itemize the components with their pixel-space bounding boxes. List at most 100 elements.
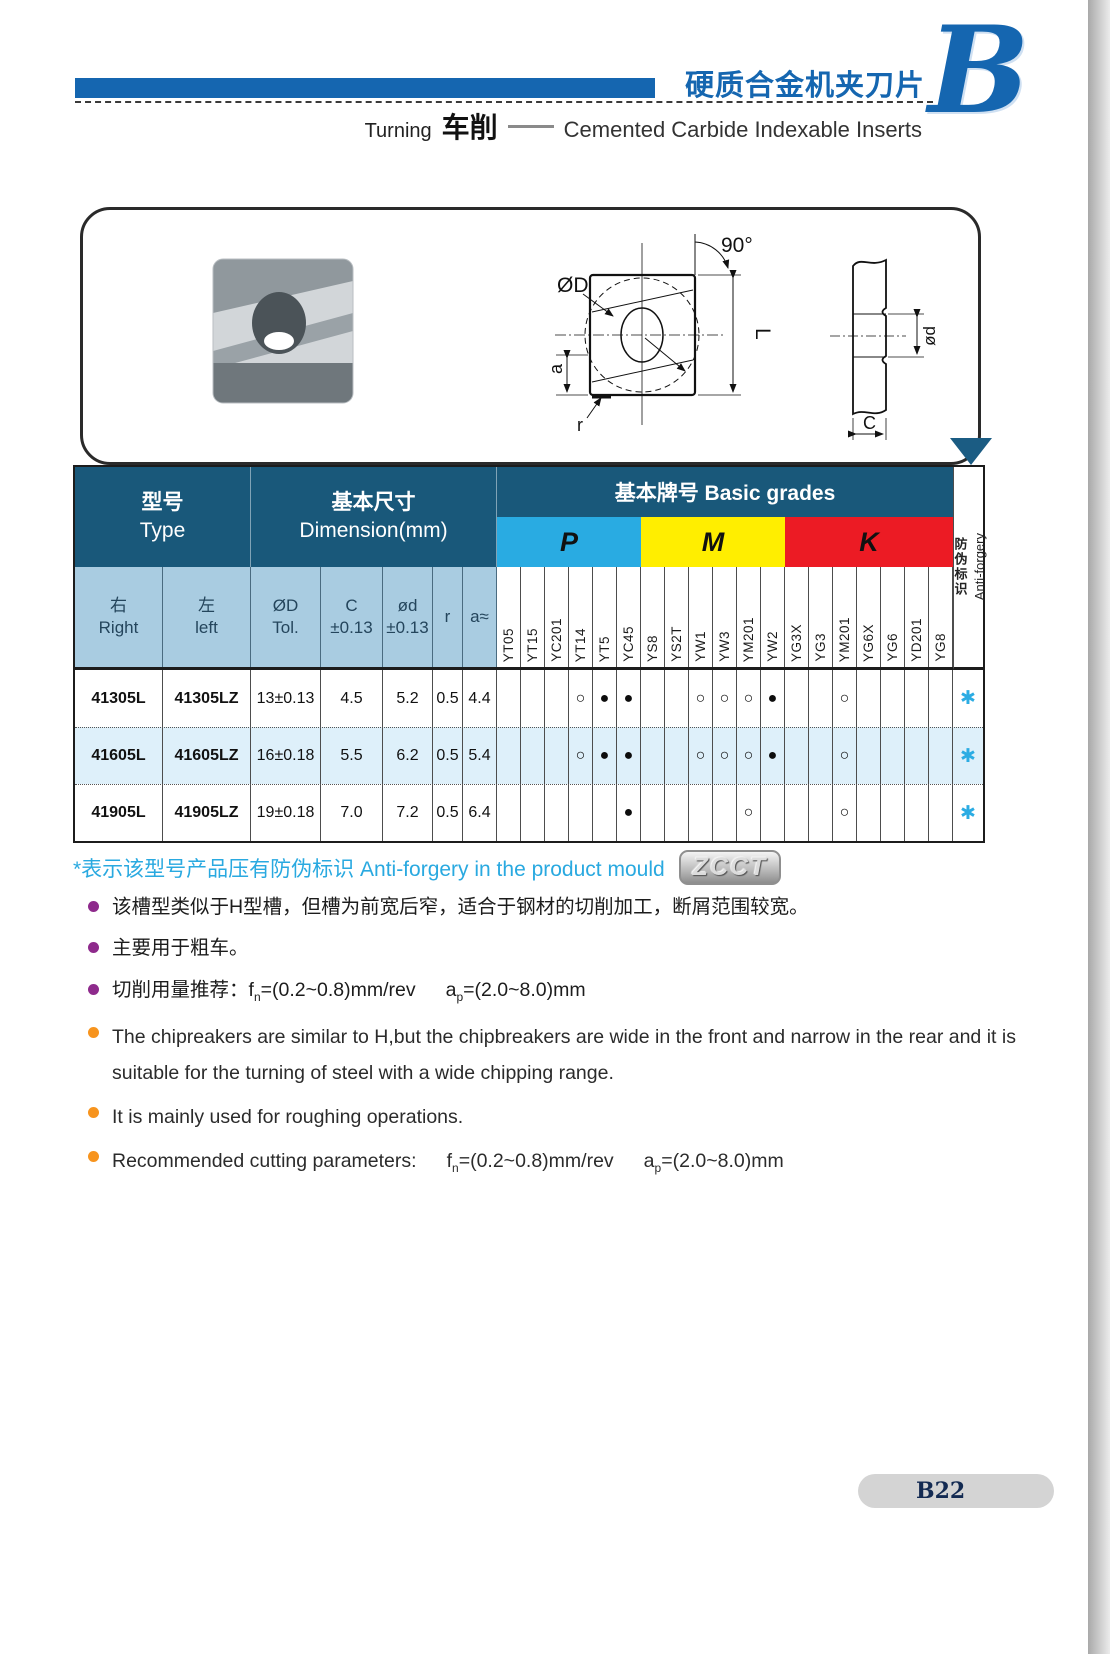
- grade-mark: [857, 728, 881, 784]
- grade-col-header: YT5: [593, 567, 617, 667]
- grade-group-p: P: [497, 517, 641, 567]
- header-accent-bar: [75, 78, 655, 98]
- grade-col-header: YC201: [545, 567, 569, 667]
- grade-mark: [497, 728, 521, 784]
- zcct-logo: ZCCT: [678, 850, 782, 885]
- grade-mark: ○: [833, 785, 857, 841]
- grade-mark: [809, 670, 833, 727]
- grade-mark: [545, 785, 569, 841]
- grade-mark: ○: [737, 670, 761, 727]
- cell-type-right: 41905L: [75, 785, 163, 841]
- grade-mark: [929, 785, 953, 841]
- grade-mark: [521, 670, 545, 727]
- cell-type-right: 41305L: [75, 670, 163, 727]
- grade-col-header: YG3: [809, 567, 833, 667]
- grade-mark: [545, 670, 569, 727]
- anti-forgery-note-text: *表示该型号产品压有防伪标识 Anti-forgery in the produ…: [73, 857, 665, 881]
- table-header-top: 型号 Type 基本尺寸 Dimension(mm) 基本牌号 Basic gr…: [75, 467, 953, 567]
- grade-mark: ●: [617, 785, 641, 841]
- anti-forgery-mark: ✱: [960, 688, 976, 709]
- grade-col-header: YT15: [521, 567, 545, 667]
- grade-mark: [569, 785, 593, 841]
- grade-mark: [809, 785, 833, 841]
- grade-mark: [857, 670, 881, 727]
- note-item: 主要用于粗车。: [88, 934, 1018, 962]
- cell-type-left: 41605LZ: [163, 728, 251, 784]
- bullet-dot-icon: [88, 942, 99, 954]
- grade-mark: [641, 728, 665, 784]
- grade-mark: ●: [593, 728, 617, 784]
- grade-mark: ○: [737, 728, 761, 784]
- grade-mark: [641, 670, 665, 727]
- grade-mark: ●: [617, 728, 641, 784]
- subcol-d: ød±0.13: [383, 567, 433, 667]
- grade-group-m: M: [641, 517, 785, 567]
- pointer-triangle-icon: [950, 438, 992, 465]
- col-header-type: 型号 Type: [75, 467, 251, 567]
- side-view-drawing: ød C: [830, 258, 939, 440]
- grade-mark: [689, 785, 713, 841]
- grade-col-header: YC45: [617, 567, 641, 667]
- label-bore-od: ød: [920, 326, 939, 346]
- page-subtitle: Turning 车削 Cemented Carbide Indexable In…: [365, 106, 922, 146]
- subcol-c: C±0.13: [321, 567, 383, 667]
- subtitle-turning-cn: 车削: [441, 112, 498, 143]
- grade-col-header: YG8: [929, 567, 953, 667]
- grade-mark: ○: [833, 670, 857, 727]
- page-title-cn: 硬质合金机夹刀片: [684, 70, 925, 102]
- grade-group-k: K: [785, 517, 953, 567]
- grade-mark: [521, 785, 545, 841]
- grade-col-header: YW2: [761, 567, 785, 667]
- label-length-l: L: [751, 328, 774, 340]
- note-item: It is mainly used for roughing operation…: [88, 1099, 1018, 1135]
- grade-mark: [545, 728, 569, 784]
- label-od-capital: ØD: [557, 274, 589, 297]
- grade-mark: [905, 728, 929, 784]
- grade-mark: [761, 785, 785, 841]
- grades-title: 基本牌号 Basic grades: [614, 482, 836, 505]
- grade-mark: [881, 670, 905, 727]
- table-row: 41605L 41605LZ 16±0.18 5.5 6.2 0.5 5.4 ○…: [75, 727, 983, 784]
- grade-col-header: YG6: [881, 567, 905, 667]
- brand-logo-b: B: [928, 0, 1030, 141]
- grade-mark: ○: [569, 670, 593, 727]
- grade-col-header: YM201: [833, 567, 857, 667]
- note-item: 该槽型类似于H型槽，但槽为前宽后窄，适合于钢材的切削加工，断屑范围较宽。: [88, 893, 1018, 921]
- grade-mark: ○: [833, 728, 857, 784]
- grade-col-header: YG6X: [857, 567, 881, 667]
- grade-mark: [905, 785, 929, 841]
- grade-col-header: YG3X: [785, 567, 809, 667]
- grade-mark: [881, 728, 905, 784]
- grade-mark: [857, 785, 881, 841]
- bullet-dot-icon: [88, 1026, 99, 1038]
- grade-mark: ●: [593, 670, 617, 727]
- grade-mark: [929, 728, 953, 784]
- grade-mark: [497, 670, 521, 727]
- grade-mark: [713, 785, 737, 841]
- bullet-dot-icon: [88, 1106, 99, 1118]
- label-radius-r: r: [577, 415, 583, 435]
- grade-mark: [521, 728, 545, 784]
- col-header-dimension: 基本尺寸 Dimension(mm): [251, 467, 497, 567]
- subtitle-en: Cemented Carbide Indexable Inserts: [563, 117, 922, 142]
- anti-forgery-note: *表示该型号产品压有防伪标识 Anti-forgery in the produ…: [73, 850, 782, 885]
- front-view-drawing: 90° ØD L a r: [546, 234, 774, 435]
- insert-photo: [212, 258, 354, 404]
- cell-type-right: 41605L: [75, 728, 163, 784]
- subcol-a: a≈: [463, 567, 497, 667]
- insert-spec-table: 型号 Type 基本尺寸 Dimension(mm) 基本牌号 Basic gr…: [73, 465, 987, 843]
- page-number: B22: [916, 1478, 966, 1504]
- grade-mark: [497, 785, 521, 841]
- grade-mark: [785, 670, 809, 727]
- label-90deg: 90°: [721, 234, 753, 257]
- grade-col-header: YD201: [905, 567, 929, 667]
- grade-mark: [785, 785, 809, 841]
- grade-mark: ○: [713, 670, 737, 727]
- grade-mark: ●: [761, 728, 785, 784]
- table-row: 41305L 41305LZ 13±0.13 4.5 5.2 0.5 4.4 ○…: [75, 670, 983, 727]
